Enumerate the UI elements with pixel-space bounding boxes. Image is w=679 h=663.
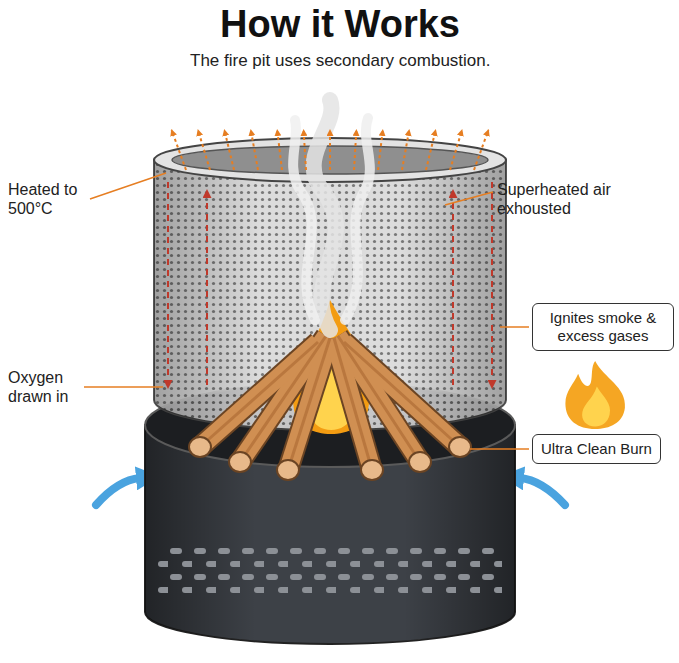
callout-label: Superheated air exhousted [497,180,629,218]
box-text: Ignites smoke & excess gases [541,309,665,345]
heat-exhaust-arrows [172,130,489,170]
flame-icon [565,361,625,429]
box-text: Ultra Clean Burn [541,440,652,458]
callout-box: Ultra Clean Burn [532,434,661,464]
title: How it Works [220,2,460,46]
subtitle: The fire pit uses secondary combustion. [190,50,490,72]
callout-label: Oxygen drawn in [8,368,88,406]
callout-box: Ignites smoke & excess gases [532,303,674,351]
leader-lines [84,173,529,449]
smoke [293,100,370,330]
logs [189,336,471,480]
callout-label: Heated to 500°C [8,180,90,218]
